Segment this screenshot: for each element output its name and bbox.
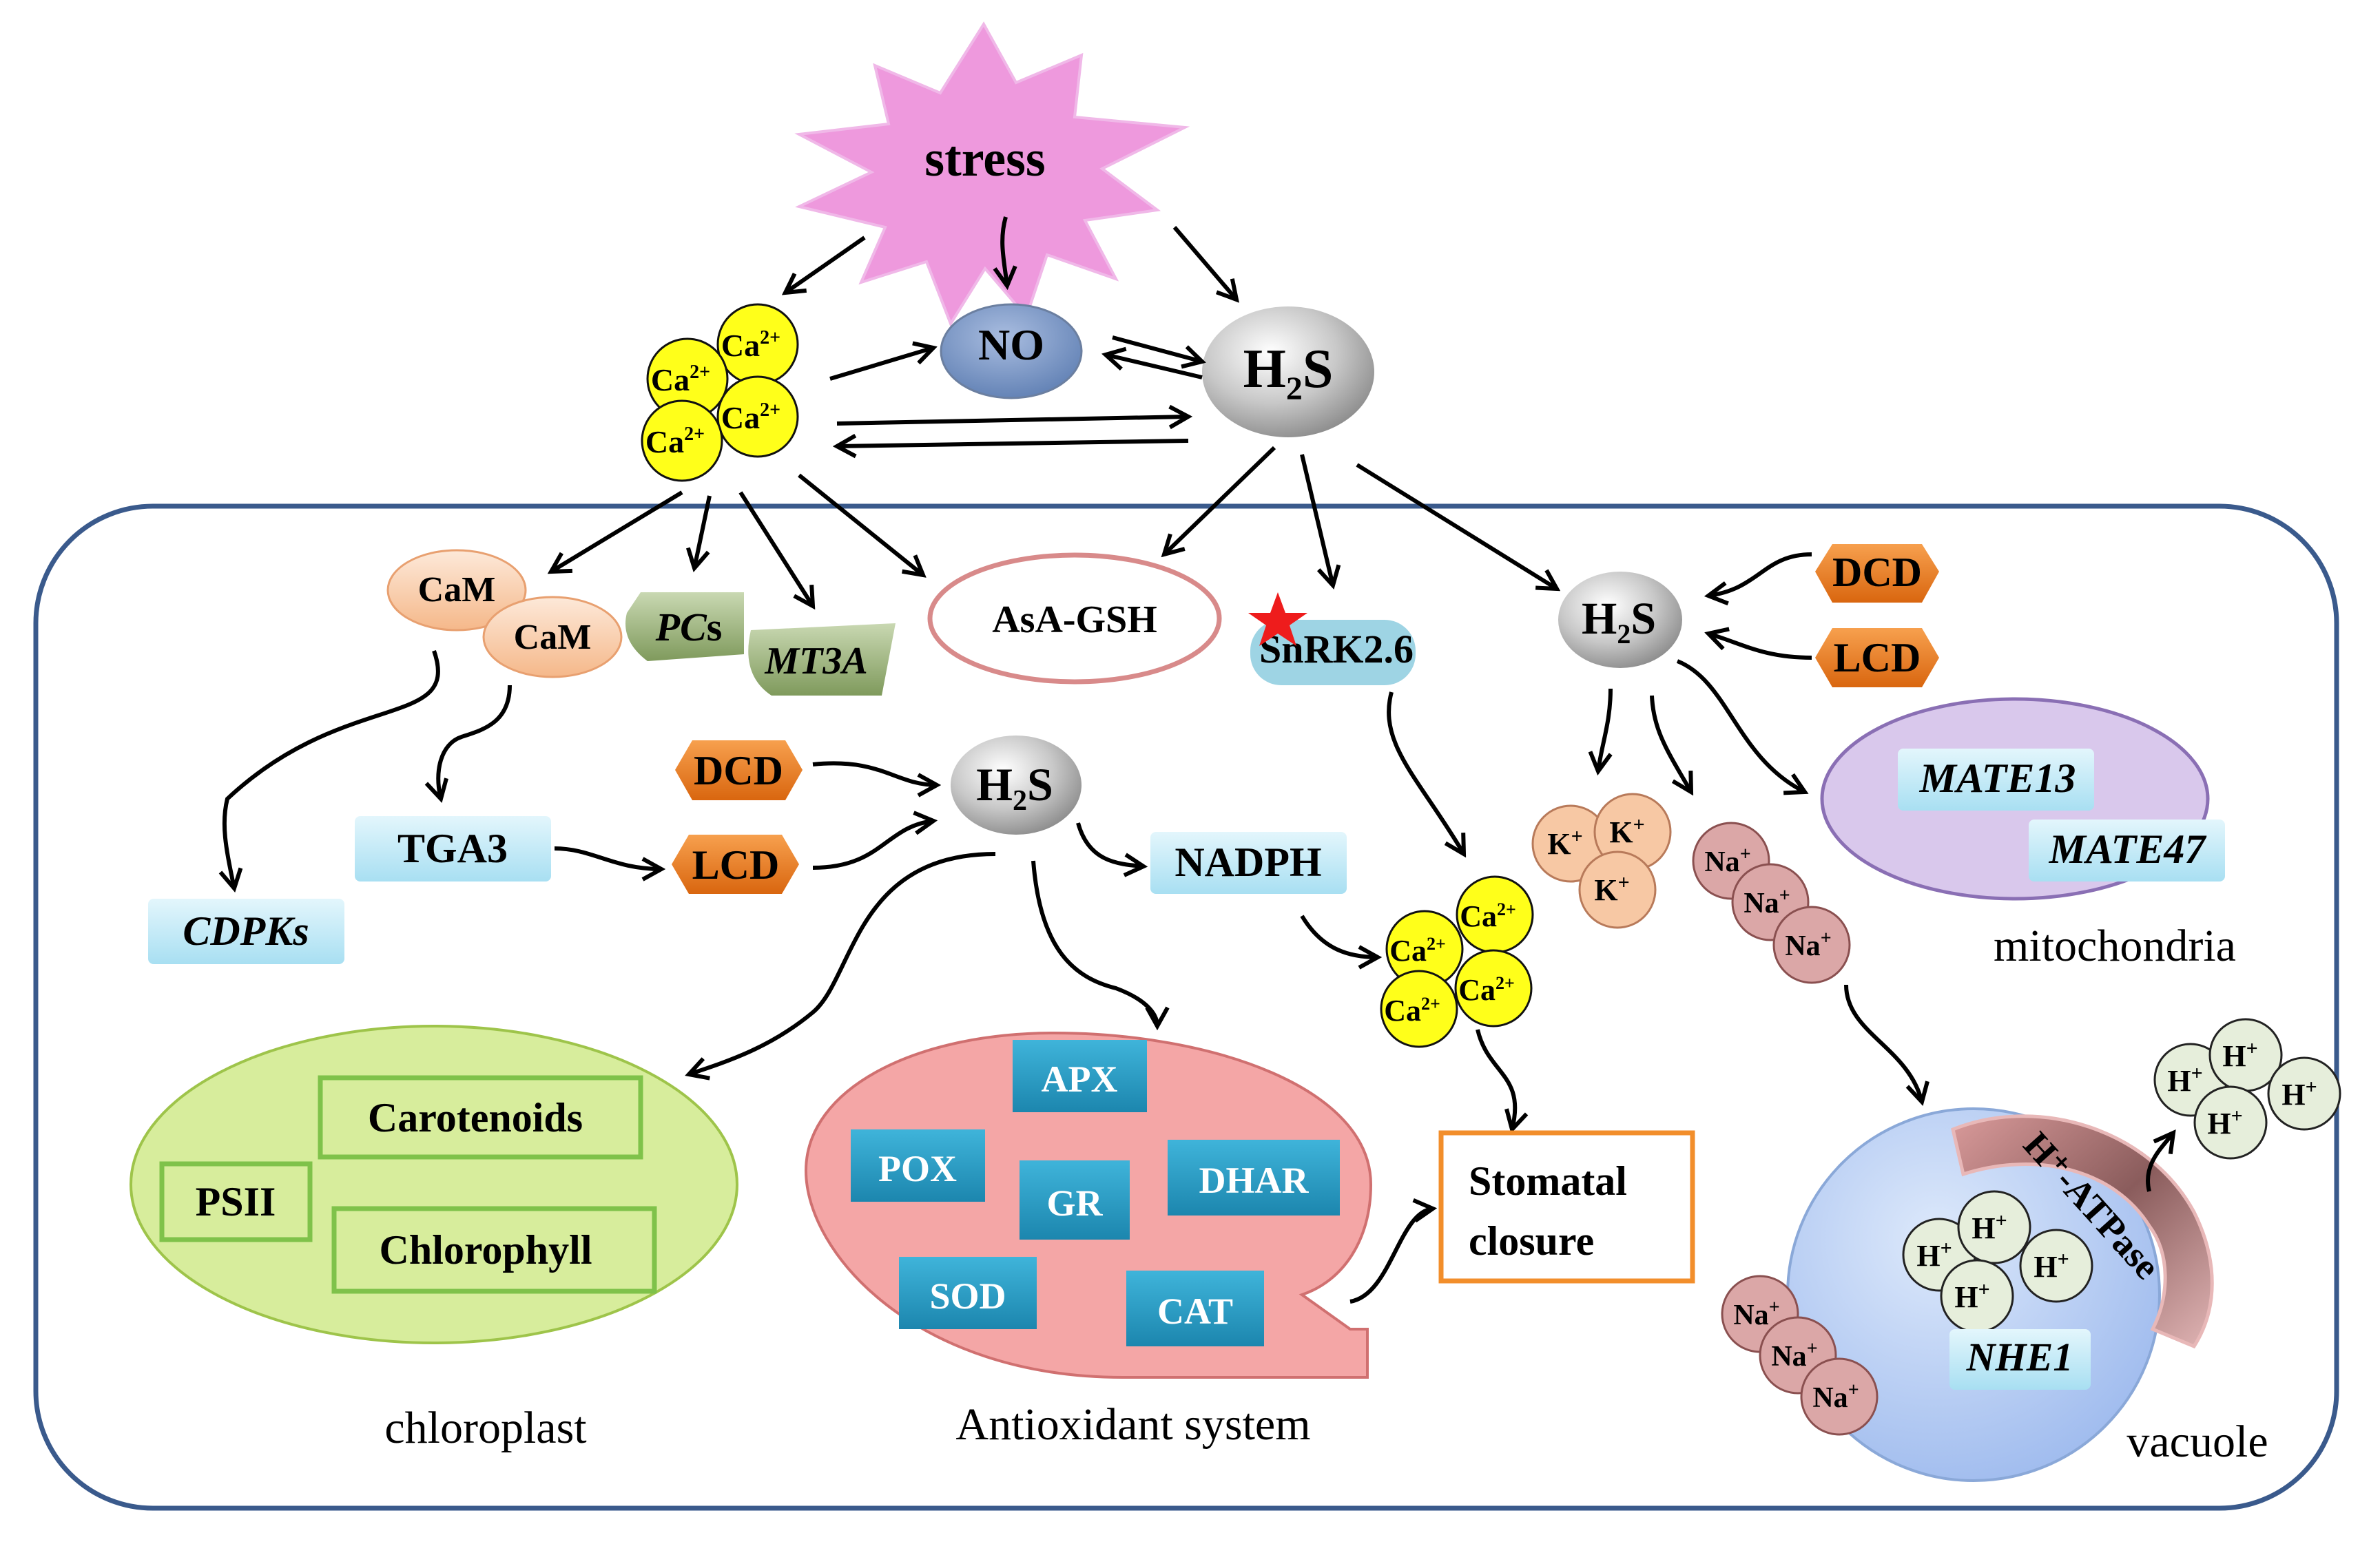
svg-text:Ca2+: Ca2+: [721, 327, 780, 363]
svg-text:DCD: DCD: [694, 748, 783, 793]
svg-text:Stomatal: Stomatal: [1469, 1158, 1627, 1204]
svg-text:LCD: LCD: [1834, 635, 1921, 680]
svg-text:POX: POX: [878, 1148, 957, 1189]
svg-text:H2S: H2S: [976, 758, 1053, 817]
antioxidant-system: APX POX GR DHAR SOD CAT Antioxidant syst…: [804, 1031, 1373, 1450]
h2s-right-node: H2S: [1558, 572, 1682, 668]
potassium-cluster: K+ K+ K+: [1531, 793, 1672, 929]
svg-text:APX: APX: [1042, 1058, 1118, 1100]
svg-text:Ca2+: Ca2+: [651, 362, 710, 397]
star-icon: [1248, 592, 1307, 646]
no-node: NO: [940, 303, 1083, 399]
svg-text:NADPH: NADPH: [1175, 839, 1321, 885]
svg-text:TGA3: TGA3: [397, 826, 508, 871]
stress-burst: stress: [794, 21, 1190, 327]
svg-text:H+: H+: [1954, 1278, 1989, 1314]
svg-text:Na+: Na+: [1704, 844, 1750, 878]
svg-text:K+: K+: [1547, 825, 1582, 861]
svg-text:NHE1: NHE1: [1966, 1335, 2073, 1379]
no-label: NO: [978, 320, 1044, 369]
svg-text:H2S: H2S: [1243, 339, 1334, 407]
svg-text:PSII: PSII: [196, 1179, 276, 1224]
svg-text:PCs: PCs: [655, 605, 723, 649]
proton-cluster-inner: H+ H+ H+ H+: [1902, 1190, 2093, 1333]
svg-text:Ca2+: Ca2+: [1389, 934, 1446, 968]
svg-text:CaM: CaM: [418, 570, 496, 609]
mt3a-tag: MT3A: [748, 623, 896, 696]
svg-text:H+: H+: [1916, 1237, 1952, 1273]
svg-text:Ca2+: Ca2+: [721, 399, 780, 435]
svg-text:Ca2+: Ca2+: [1384, 994, 1440, 1027]
calcium-cluster-bottom: Ca2+ Ca2+ Ca2+ Ca2+: [1380, 875, 1534, 1048]
lcd-tag-right: LCD: [1815, 628, 1939, 687]
vacuole-label: vacuole: [2127, 1417, 2268, 1467]
svg-text:H+: H+: [2281, 1076, 2317, 1112]
svg-text:Carotenoids: Carotenoids: [368, 1095, 583, 1140]
svg-text:Chlorophyll: Chlorophyll: [380, 1227, 592, 1273]
svg-text:SOD: SOD: [929, 1275, 1006, 1317]
sodium-chain-top: Na+ Na+ Na+: [1692, 822, 1851, 984]
cell-membrane: [33, 503, 2339, 1511]
svg-text:K+: K+: [1609, 813, 1644, 849]
svg-text:closure: closure: [1469, 1218, 1594, 1264]
lcd-tag-middle: LCD: [672, 835, 799, 894]
svg-text:MATE13: MATE13: [1919, 755, 2076, 801]
svg-text:Na+: Na+: [1771, 1338, 1817, 1373]
svg-text:K+: K+: [1594, 871, 1629, 907]
svg-text:H+: H+: [2207, 1105, 2242, 1140]
pcs-tag: PCs: [625, 592, 744, 661]
chloroplast-label: chloroplast: [384, 1403, 586, 1453]
svg-text:CaM: CaM: [514, 618, 592, 657]
svg-text:H2S: H2S: [1582, 594, 1656, 649]
svg-text:DHAR: DHAR: [1199, 1160, 1310, 1201]
mitochondria-label: mitochondria: [1994, 921, 2236, 971]
h2s-middle-node: H2S: [951, 736, 1082, 835]
svg-text:CAT: CAT: [1157, 1291, 1233, 1332]
svg-text:Ca2+: Ca2+: [645, 424, 705, 459]
svg-text:MATE47: MATE47: [2049, 826, 2207, 872]
svg-text:LCD: LCD: [692, 842, 780, 888]
svg-text:Na+: Na+: [1785, 928, 1831, 962]
stress-label: stress: [924, 131, 1045, 187]
svg-text:H+: H+: [2222, 1037, 2257, 1073]
sodium-chain-bottom: Na+ Na+ Na+: [1721, 1275, 1879, 1436]
svg-text:Ca2+: Ca2+: [1458, 973, 1515, 1007]
svg-text:H+: H+: [1972, 1209, 2007, 1245]
svg-text:MT3A: MT3A: [764, 640, 867, 682]
chloroplast: Carotenoids PSII Chlorophyll chloroplast: [130, 1025, 738, 1453]
svg-text:GR: GR: [1047, 1182, 1104, 1224]
svg-text:CDPKs: CDPKs: [183, 908, 309, 954]
tga3-box: TGA3: [355, 816, 551, 881]
mitochondria: MATE13 MATE47 mitochondria: [1820, 697, 2236, 971]
svg-text:H+: H+: [2167, 1062, 2202, 1098]
svg-text:H+: H+: [2034, 1248, 2069, 1284]
antioxidant-system-label: Antioxidant system: [955, 1399, 1310, 1450]
stomatal-closure-box: Stomatal closure: [1438, 1130, 1695, 1284]
asa-gsh-node: AsA-GSH: [927, 552, 1222, 685]
dcd-tag-middle: DCD: [675, 740, 803, 800]
cam-pair: CaM CaM: [386, 549, 623, 678]
calcium-cluster-top: Ca2+ Ca2+ Ca2+ Ca2+: [641, 303, 799, 482]
nadph-box: NADPH: [1150, 832, 1347, 894]
svg-text:Na+: Na+: [1733, 1297, 1779, 1331]
svg-text:Na+: Na+: [1743, 885, 1790, 919]
cdpks-box: CDPKs: [148, 899, 344, 964]
svg-text:DCD: DCD: [1832, 550, 1922, 595]
dcd-tag-right: DCD: [1815, 544, 1939, 603]
svg-text:AsA-GSH: AsA-GSH: [992, 598, 1157, 641]
snrk26-node: SnRK2.6: [1248, 592, 1416, 685]
svg-text:Ca2+: Ca2+: [1460, 899, 1516, 933]
svg-text:Na+: Na+: [1812, 1379, 1859, 1414]
proton-cluster-outer: H+ H+ H+ H+: [2153, 1018, 2341, 1160]
h2s-top-node: H2S: [1202, 306, 1374, 437]
